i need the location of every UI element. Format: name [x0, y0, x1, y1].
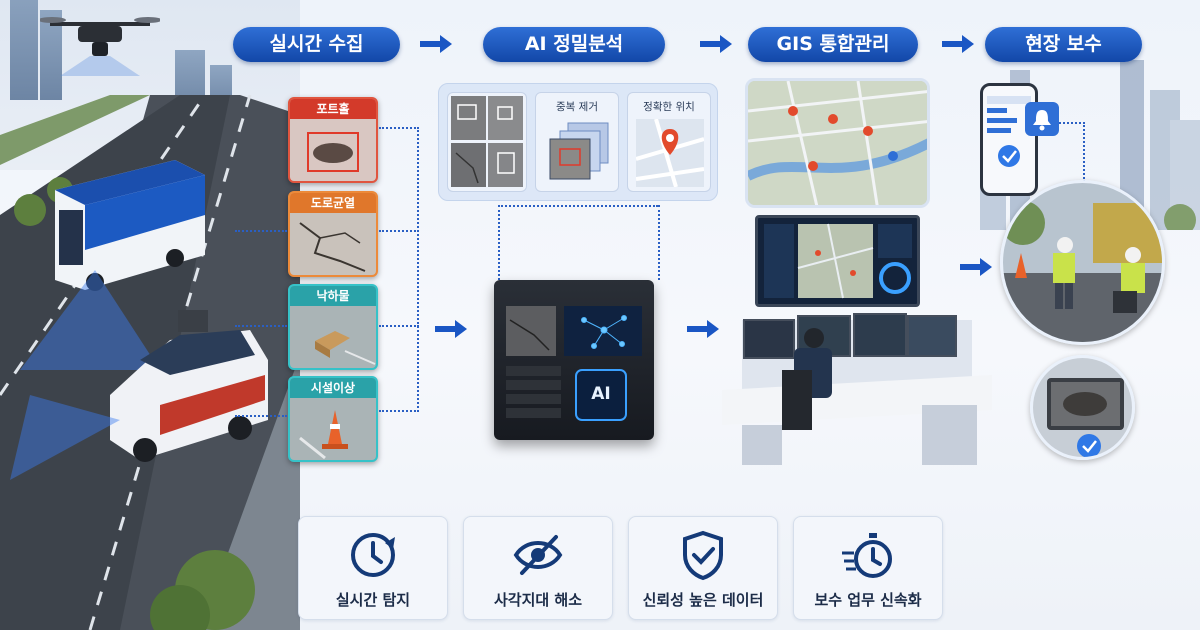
stopwatch-icon — [842, 533, 892, 578]
repair-workers-photo — [1000, 180, 1165, 345]
detection-grid-image — [447, 92, 527, 192]
control-room-display — [755, 215, 920, 307]
feature-label: 실시간 탐지 — [335, 591, 411, 609]
eye-slash-icon — [513, 535, 563, 575]
building — [10, 0, 38, 100]
connector-line — [1040, 122, 1085, 182]
map-pin-icon — [636, 119, 704, 187]
step-field-repair: 현장 보수 — [985, 27, 1142, 62]
detection-card-crack: 도로균열 — [288, 191, 378, 277]
clock-icon — [351, 533, 395, 577]
connector-line — [379, 325, 419, 327]
bus-icon — [55, 160, 205, 291]
detection-label: 시설이상 — [290, 378, 376, 398]
connector-line — [379, 230, 419, 232]
feature-realtime-detection: 실시간 탐지 — [298, 516, 448, 620]
crack-image — [290, 213, 376, 275]
ai-server: AI — [494, 280, 654, 440]
step-ai-analysis: AI 정밀분석 — [483, 27, 665, 62]
building — [40, 10, 62, 100]
flow-arrow-icon — [435, 320, 467, 338]
location-label: 정확한 위치 — [643, 101, 695, 113]
car-sensor-beam — [10, 395, 120, 480]
detection-card-debris: 낙하물 — [288, 284, 378, 370]
dedup-panel: 중복 제거 — [535, 92, 619, 192]
flow-arrow-icon — [942, 35, 974, 53]
patrol-car-icon — [110, 310, 268, 462]
step-realtime-collection: 실시간 수집 — [233, 27, 400, 62]
feature-reliable-data: 신뢰성 높은 데이터 — [628, 516, 778, 620]
pothole-image — [290, 119, 376, 181]
feature-blindspot-removal: 사각지대 해소 — [463, 516, 613, 620]
ai-chip-badge: AI — [591, 384, 611, 404]
ai-analysis-panel: 중복 제거 정확한 위치 — [438, 83, 718, 201]
flow-arrow-icon — [420, 35, 452, 53]
control-room-desk — [722, 313, 992, 465]
bell-icon — [1025, 102, 1059, 136]
detection-label: 도로균열 — [290, 193, 376, 213]
feature-label: 사각지대 해소 — [493, 591, 583, 609]
debris-image — [290, 306, 376, 368]
feature-label: 신뢰성 높은 데이터 — [642, 591, 764, 609]
street-scene — [0, 0, 300, 630]
detection-label: 포트홀 — [290, 99, 376, 119]
connector-line — [498, 205, 658, 207]
precise-location-panel: 정확한 위치 — [627, 92, 711, 192]
step-gis-management: GIS 통합관리 — [748, 27, 918, 62]
connector-line — [658, 205, 660, 280]
gis-map-view — [745, 78, 930, 208]
feature-cards: 실시간 탐지 사각지대 해소 신뢰성 높은 데이터 — [298, 516, 943, 620]
traffic-cone-image — [290, 398, 376, 460]
connector-line — [498, 205, 500, 280]
shield-check-icon — [683, 530, 723, 581]
flow-arrow-icon — [960, 258, 992, 276]
detection-card-pothole: 포트홀 — [288, 97, 378, 183]
bus-sensor-beam — [20, 270, 160, 370]
dedup-label: 중복 제거 — [556, 101, 598, 113]
repair-verification-photo — [1030, 355, 1135, 460]
mobile-alert-phone — [980, 83, 1038, 196]
detection-card-facility: 시설이상 — [288, 376, 378, 462]
drone-icon — [40, 17, 160, 76]
feature-label: 보수 업무 신속화 — [814, 591, 922, 609]
connector-line — [235, 415, 287, 417]
feature-fast-repair: 보수 업무 신속화 — [793, 516, 943, 620]
connector-line — [235, 230, 287, 232]
connector-line — [379, 127, 419, 412]
flow-arrow-icon — [700, 35, 732, 53]
connector-line — [235, 325, 287, 327]
flow-arrow-icon — [687, 320, 719, 338]
detection-label: 낙하물 — [290, 286, 376, 306]
